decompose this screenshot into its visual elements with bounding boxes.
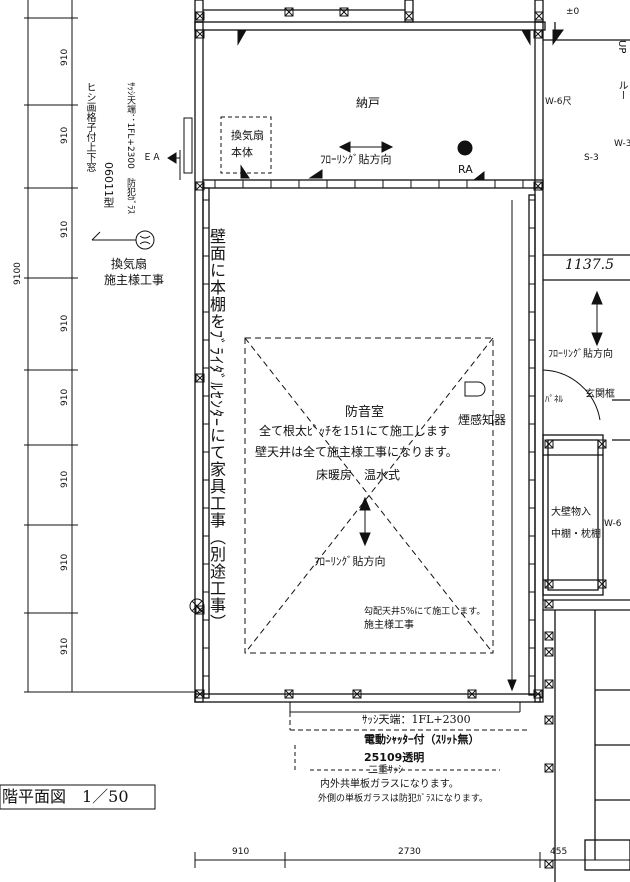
- shutter-note: 電動ｼｬｯﾀｰ付（ｽﾘｯﾄ無）: [364, 733, 480, 746]
- note-joist-pitch: 全て根太ﾋﾟｯﾁを151にて施工します: [259, 424, 450, 438]
- column-marker: [352, 689, 362, 699]
- panel-label: ﾊﾟﾈﾙ: [545, 395, 564, 405]
- flooring-arrow-1: [338, 141, 394, 153]
- ceiling-slope-lines: [244, 337, 494, 654]
- column-marker: [597, 579, 607, 589]
- flooring-dir-1: ﾌﾛｰﾘﾝｸﾞ貼方向: [320, 153, 392, 166]
- vent-fan-label: 換気扇: [111, 257, 148, 271]
- column-marker: [195, 11, 205, 21]
- elevation-label: 1137.5: [565, 257, 614, 273]
- room-closet-shelf: 中棚・枕棚: [551, 529, 601, 540]
- drawing-title: 階平面図 1／50: [2, 787, 129, 806]
- room-storage: 納戸: [356, 96, 381, 110]
- column-marker: [544, 631, 554, 641]
- ra-vent-dot: [457, 140, 473, 156]
- window-note-4: 防犯ｶﾞﾗｽ: [125, 178, 135, 215]
- column-marker: [284, 689, 294, 699]
- column-marker: [404, 11, 414, 21]
- column-marker: [195, 689, 205, 699]
- column-marker: [195, 29, 205, 39]
- level-top: ±0: [566, 7, 580, 17]
- dim-bottom-3: 455: [550, 847, 568, 857]
- wall-outline: [194, 0, 630, 882]
- dim-bottom-2: 2730: [398, 847, 421, 857]
- sash-top-note: ｻｯｼ天端：1FL+2300: [362, 713, 471, 726]
- dim-8: 910: [60, 637, 70, 655]
- bottom-sash: [289, 702, 530, 771]
- vent-fan-icon: [91, 230, 205, 614]
- column-marker: [544, 679, 554, 689]
- wall-studs: [203, 180, 535, 677]
- window-w3: W-3: [614, 139, 630, 149]
- flooring-arrow-3: [591, 290, 603, 347]
- flooring-dir-2: ﾌﾛｰﾘﾝｸﾞ貼方向: [314, 555, 386, 568]
- column-marker: [544, 715, 554, 725]
- title-box: [0, 784, 156, 810]
- smoke-detector-icon: [464, 381, 486, 397]
- up-label: UP: [616, 40, 627, 54]
- window-note-1: ヒシ画格子付上下窓: [84, 82, 95, 172]
- double-sash: 二重ｻｯｼ: [368, 765, 403, 776]
- bookshelf-note: 壁面に本棚をﾌﾞﾗｲﾀﾞﾙｾﾝﾀｰにて家具工事（別途工事）: [207, 228, 226, 632]
- window-note-3: ｻｯｼ天端：1FL+2300: [125, 82, 135, 169]
- column-marker: [544, 647, 554, 657]
- owner-work-1: 施主様工事: [104, 273, 165, 287]
- column-marker: [533, 181, 543, 191]
- window-w6b: W-6: [604, 519, 622, 529]
- floor-heating: 床暖房 温水式: [316, 468, 401, 482]
- glass-note-2: 外側の単板ガラスは防犯ｶﾞﾗｽになります。: [318, 794, 488, 804]
- dim-5: 910: [60, 388, 70, 406]
- entrance-label: 玄関框: [585, 389, 615, 400]
- window-w6: W-6尺: [545, 97, 572, 107]
- note-wall-ceiling: 壁天井は全て施主様工事になります。: [255, 445, 458, 459]
- column-marker: [544, 859, 554, 869]
- column-markers: [195, 7, 607, 869]
- top-right-label: ルー: [616, 80, 627, 100]
- column-marker: [339, 7, 349, 17]
- column-marker: [533, 29, 543, 39]
- column-marker: [544, 763, 554, 773]
- door-s3: S-3: [584, 153, 599, 163]
- column-marker: [533, 689, 543, 699]
- column-marker: [544, 579, 554, 589]
- dim-7: 910: [60, 553, 70, 571]
- left-dimension-line: [24, 0, 78, 693]
- ceiling-slope-note: 勾配天井5%にて施工します。: [364, 607, 486, 617]
- column-marker: [544, 599, 554, 609]
- column-marker: [534, 11, 544, 21]
- window-note-2: 06011型: [102, 162, 115, 208]
- dim-4: 910: [60, 314, 70, 332]
- dim-6: 910: [60, 470, 70, 488]
- glass-type: 25109透明: [364, 751, 425, 764]
- column-marker: [597, 439, 607, 449]
- flooring-arrow-2: [359, 496, 371, 547]
- column-marker: [195, 181, 205, 191]
- glass-note-1: 内外共単板ガラスになります。: [320, 779, 459, 790]
- dim-1: 910: [60, 48, 70, 66]
- column-marker: [195, 373, 205, 383]
- dim-bottom-1: 910: [232, 847, 250, 857]
- room-soundproof: 防音室: [345, 405, 385, 420]
- flooring-dir-3: ﾌﾛｰﾘﾝｸﾞ貼方向: [548, 349, 613, 360]
- vent-fan-box: [220, 116, 272, 174]
- column-marker: [544, 439, 554, 449]
- column-marker: [467, 689, 477, 699]
- smoke-detector-label: 煙感知器: [458, 413, 507, 427]
- dim-total: 9100: [13, 262, 23, 285]
- ra-label: RA: [458, 163, 473, 176]
- ea-label: ＥＡ: [143, 153, 162, 163]
- room-closet-big: 大壁物入: [551, 507, 591, 518]
- dim-3: 910: [60, 220, 70, 238]
- dim-2: 910: [60, 126, 70, 144]
- column-marker: [284, 7, 294, 17]
- vent-fan-body: 換気扇 本体: [231, 129, 264, 159]
- owner-work-2: 施主様工事: [364, 620, 414, 631]
